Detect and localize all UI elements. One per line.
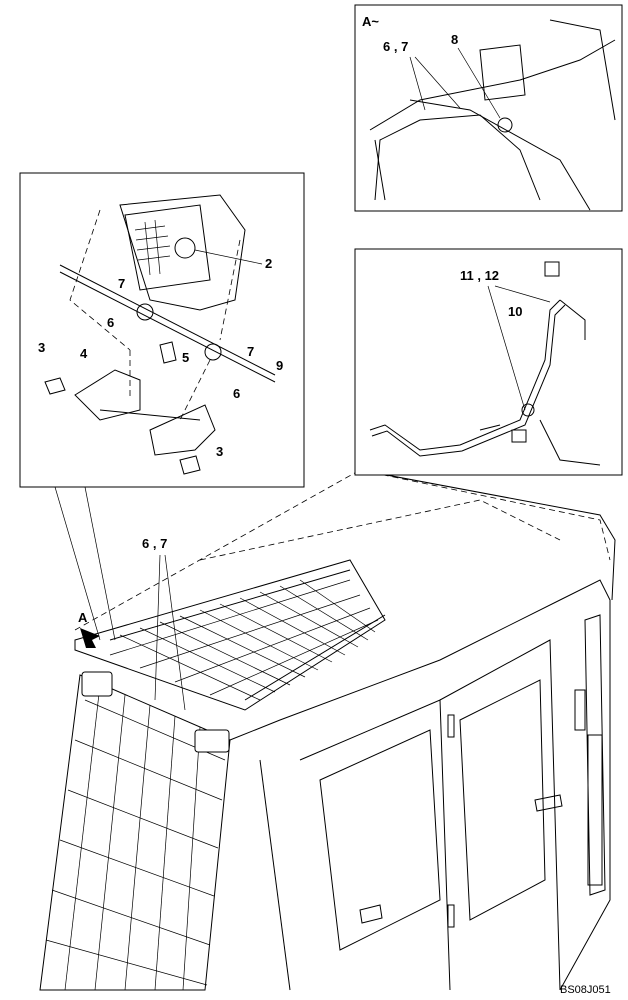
callout-10: 10 xyxy=(508,304,522,319)
view-arrow xyxy=(80,628,100,648)
callout-5: 5 xyxy=(182,350,189,365)
callout-6-upper: 6 xyxy=(107,315,114,330)
detail-view-a: A~ 6 , 7 8 xyxy=(354,4,623,212)
lamp-lens-grid xyxy=(134,219,171,276)
detail-harness: 11 , 12 10 xyxy=(354,248,623,476)
callout-3-left: 3 xyxy=(38,340,45,355)
drawing-code: BS08J051 xyxy=(560,984,611,996)
arrow-label: A xyxy=(78,610,88,625)
detail-work-light: 2 7 6 3 4 5 7 9 6 3 xyxy=(19,172,305,488)
callout-7-right: 7 xyxy=(247,344,254,359)
cab-illustration: A 6 , 7 xyxy=(39,469,616,991)
callout-6-right: 6 xyxy=(233,386,240,401)
guard-bars xyxy=(109,579,379,701)
callout-3-bottom: 3 xyxy=(216,444,223,459)
callout-6-7-view-a: 6 , 7 xyxy=(383,39,408,54)
callout-8: 8 xyxy=(451,32,458,47)
callout-6-7-roof: 6 , 7 xyxy=(142,536,167,551)
callout-7-upper: 7 xyxy=(118,276,125,291)
callout-4: 4 xyxy=(80,346,88,361)
callout-2: 2 xyxy=(265,256,272,271)
front-grille-bars xyxy=(45,684,226,991)
callout-9: 9 xyxy=(276,358,283,373)
callout-11-12: 11 , 12 xyxy=(460,268,499,283)
view-a-label: A~ xyxy=(362,14,379,29)
